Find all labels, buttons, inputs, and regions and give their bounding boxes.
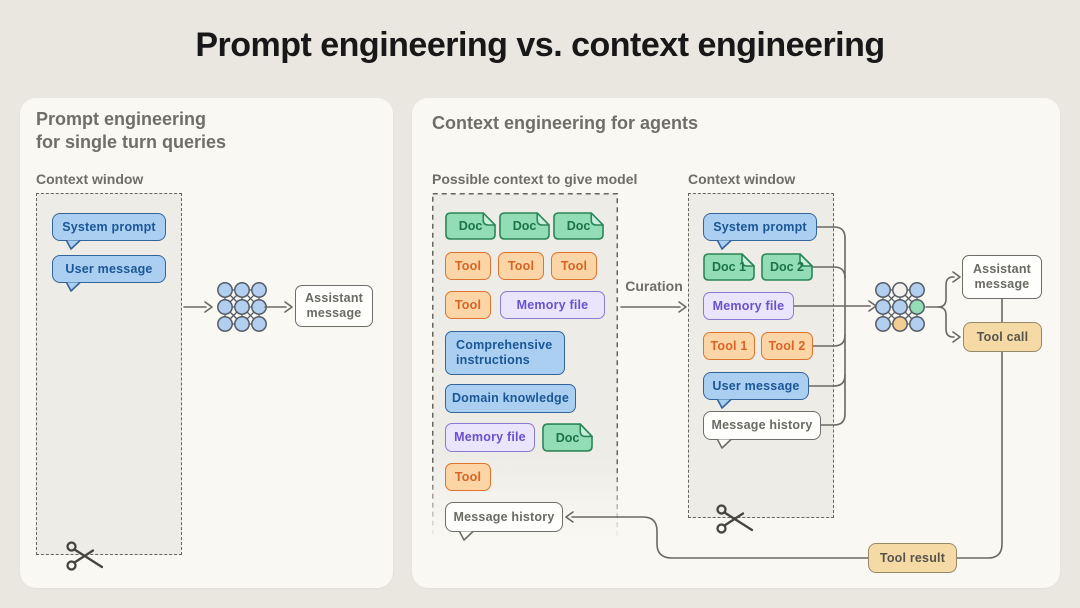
tool-chip: Tool: [498, 252, 544, 280]
left-context-window-label: Context window: [36, 171, 144, 187]
speech-tail: [458, 530, 474, 541]
curation-label: Curation: [625, 278, 683, 294]
message-history-chip: Message history: [445, 502, 563, 532]
possible-context-label: Possible context to give model: [432, 171, 638, 187]
domain-knowledge-chip: Domain knowledge: [445, 384, 576, 413]
left-panel-heading: Prompt engineering for single turn queri…: [36, 109, 227, 152]
arrow-to-model-icon: [183, 301, 213, 313]
speech-tail: [65, 281, 81, 292]
page-title: Prompt engineering vs. context engineeri…: [195, 26, 885, 64]
speech-tail: [716, 239, 732, 250]
tool-chip: Tool: [445, 291, 491, 319]
scissors-icon: [716, 504, 754, 534]
system-prompt-chip: System prompt: [52, 213, 166, 241]
tool-chip: Tool: [445, 463, 491, 491]
tool-result-box: Tool result: [868, 543, 957, 573]
system-prompt-chip: System prompt: [703, 213, 817, 241]
model-icon: [875, 282, 925, 332]
right-panel-heading: Context engineering for agents: [432, 113, 699, 133]
doc-chip: Doc 2: [761, 253, 813, 281]
left-context-window-box: [36, 193, 182, 555]
doc-chip: Doc 1: [703, 253, 755, 281]
user-message-chip: User message: [703, 372, 809, 400]
tool-chip: Tool 1: [703, 332, 755, 360]
curation-arrow-icon: [620, 301, 687, 313]
model-icon: [217, 282, 267, 332]
assistant-message-box: Assistant message: [295, 285, 373, 327]
user-message-chip: User message: [52, 255, 166, 283]
doc-chip: Doc: [445, 212, 496, 240]
window-to-model-connectors: [793, 226, 877, 426]
memory-file-chip: Memory file: [445, 423, 535, 452]
memory-file-chip: Memory file: [500, 291, 605, 319]
tool-call-box: Tool call: [963, 322, 1042, 352]
message-history-chip: Message history: [703, 411, 821, 440]
arrow-to-assistant-icon: [264, 301, 293, 313]
doc-chip: Doc: [499, 212, 550, 240]
memory-file-chip: Memory file: [703, 292, 794, 320]
tool-chip: Tool: [551, 252, 597, 280]
speech-tail: [65, 239, 81, 250]
scissors-icon: [66, 541, 104, 571]
tool-chip: Tool 2: [761, 332, 813, 360]
doc-chip: Doc: [553, 212, 604, 240]
speech-tail: [716, 438, 732, 449]
assistant-message-box: Assistant message: [962, 255, 1042, 299]
tool-chip: Tool: [445, 252, 491, 280]
right-context-window-label: Context window: [688, 171, 796, 187]
comprehensive-instructions-chip: Comprehensive instructions: [445, 331, 565, 375]
doc-chip: Doc: [542, 423, 593, 452]
speech-tail: [716, 398, 732, 409]
model-output-branches: [925, 271, 961, 343]
tool-loop-connector: [565, 297, 1003, 559]
